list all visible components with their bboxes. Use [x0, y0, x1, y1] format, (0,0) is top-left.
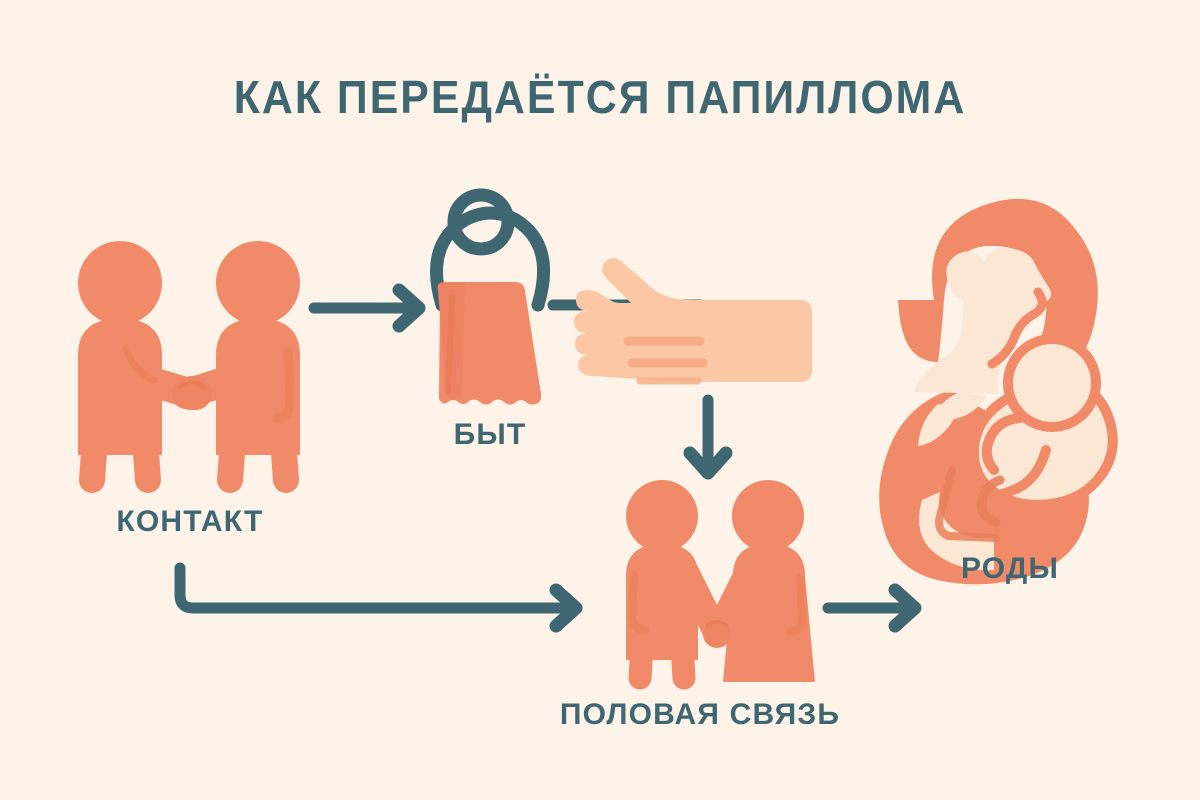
node-label-rody: РОДЫ [960, 552, 1060, 585]
node-label-kontakt: КОНТАКТ [116, 505, 264, 538]
arrow-hand-to-polovaya [683, 394, 733, 480]
node-label-byt: БЫТ [453, 418, 527, 451]
page-title: КАК ПЕРЕДАЁТСЯ ПАПИЛЛОМА [233, 71, 967, 123]
handshake-clasp [172, 376, 212, 410]
couple-icon [626, 480, 815, 690]
handshake-person-right [171, 241, 300, 493]
couple-person-man [626, 480, 729, 690]
node-label-polovaya-svyaz: ПОЛОВАЯ СВЯЗЬ [559, 698, 841, 731]
towel-ring-icon [430, 188, 551, 405]
arrow-polovaya-to-rody [822, 583, 922, 633]
arrow-kontakt-to-byt [308, 283, 426, 333]
mother-baby-icon [879, 198, 1118, 585]
couple-person-woman [705, 480, 815, 682]
hand-icon [574, 258, 812, 385]
arrow-kontakt-to-polovaya [174, 562, 583, 633]
handshake-person-left [78, 241, 211, 493]
handshake-icon [78, 241, 300, 493]
